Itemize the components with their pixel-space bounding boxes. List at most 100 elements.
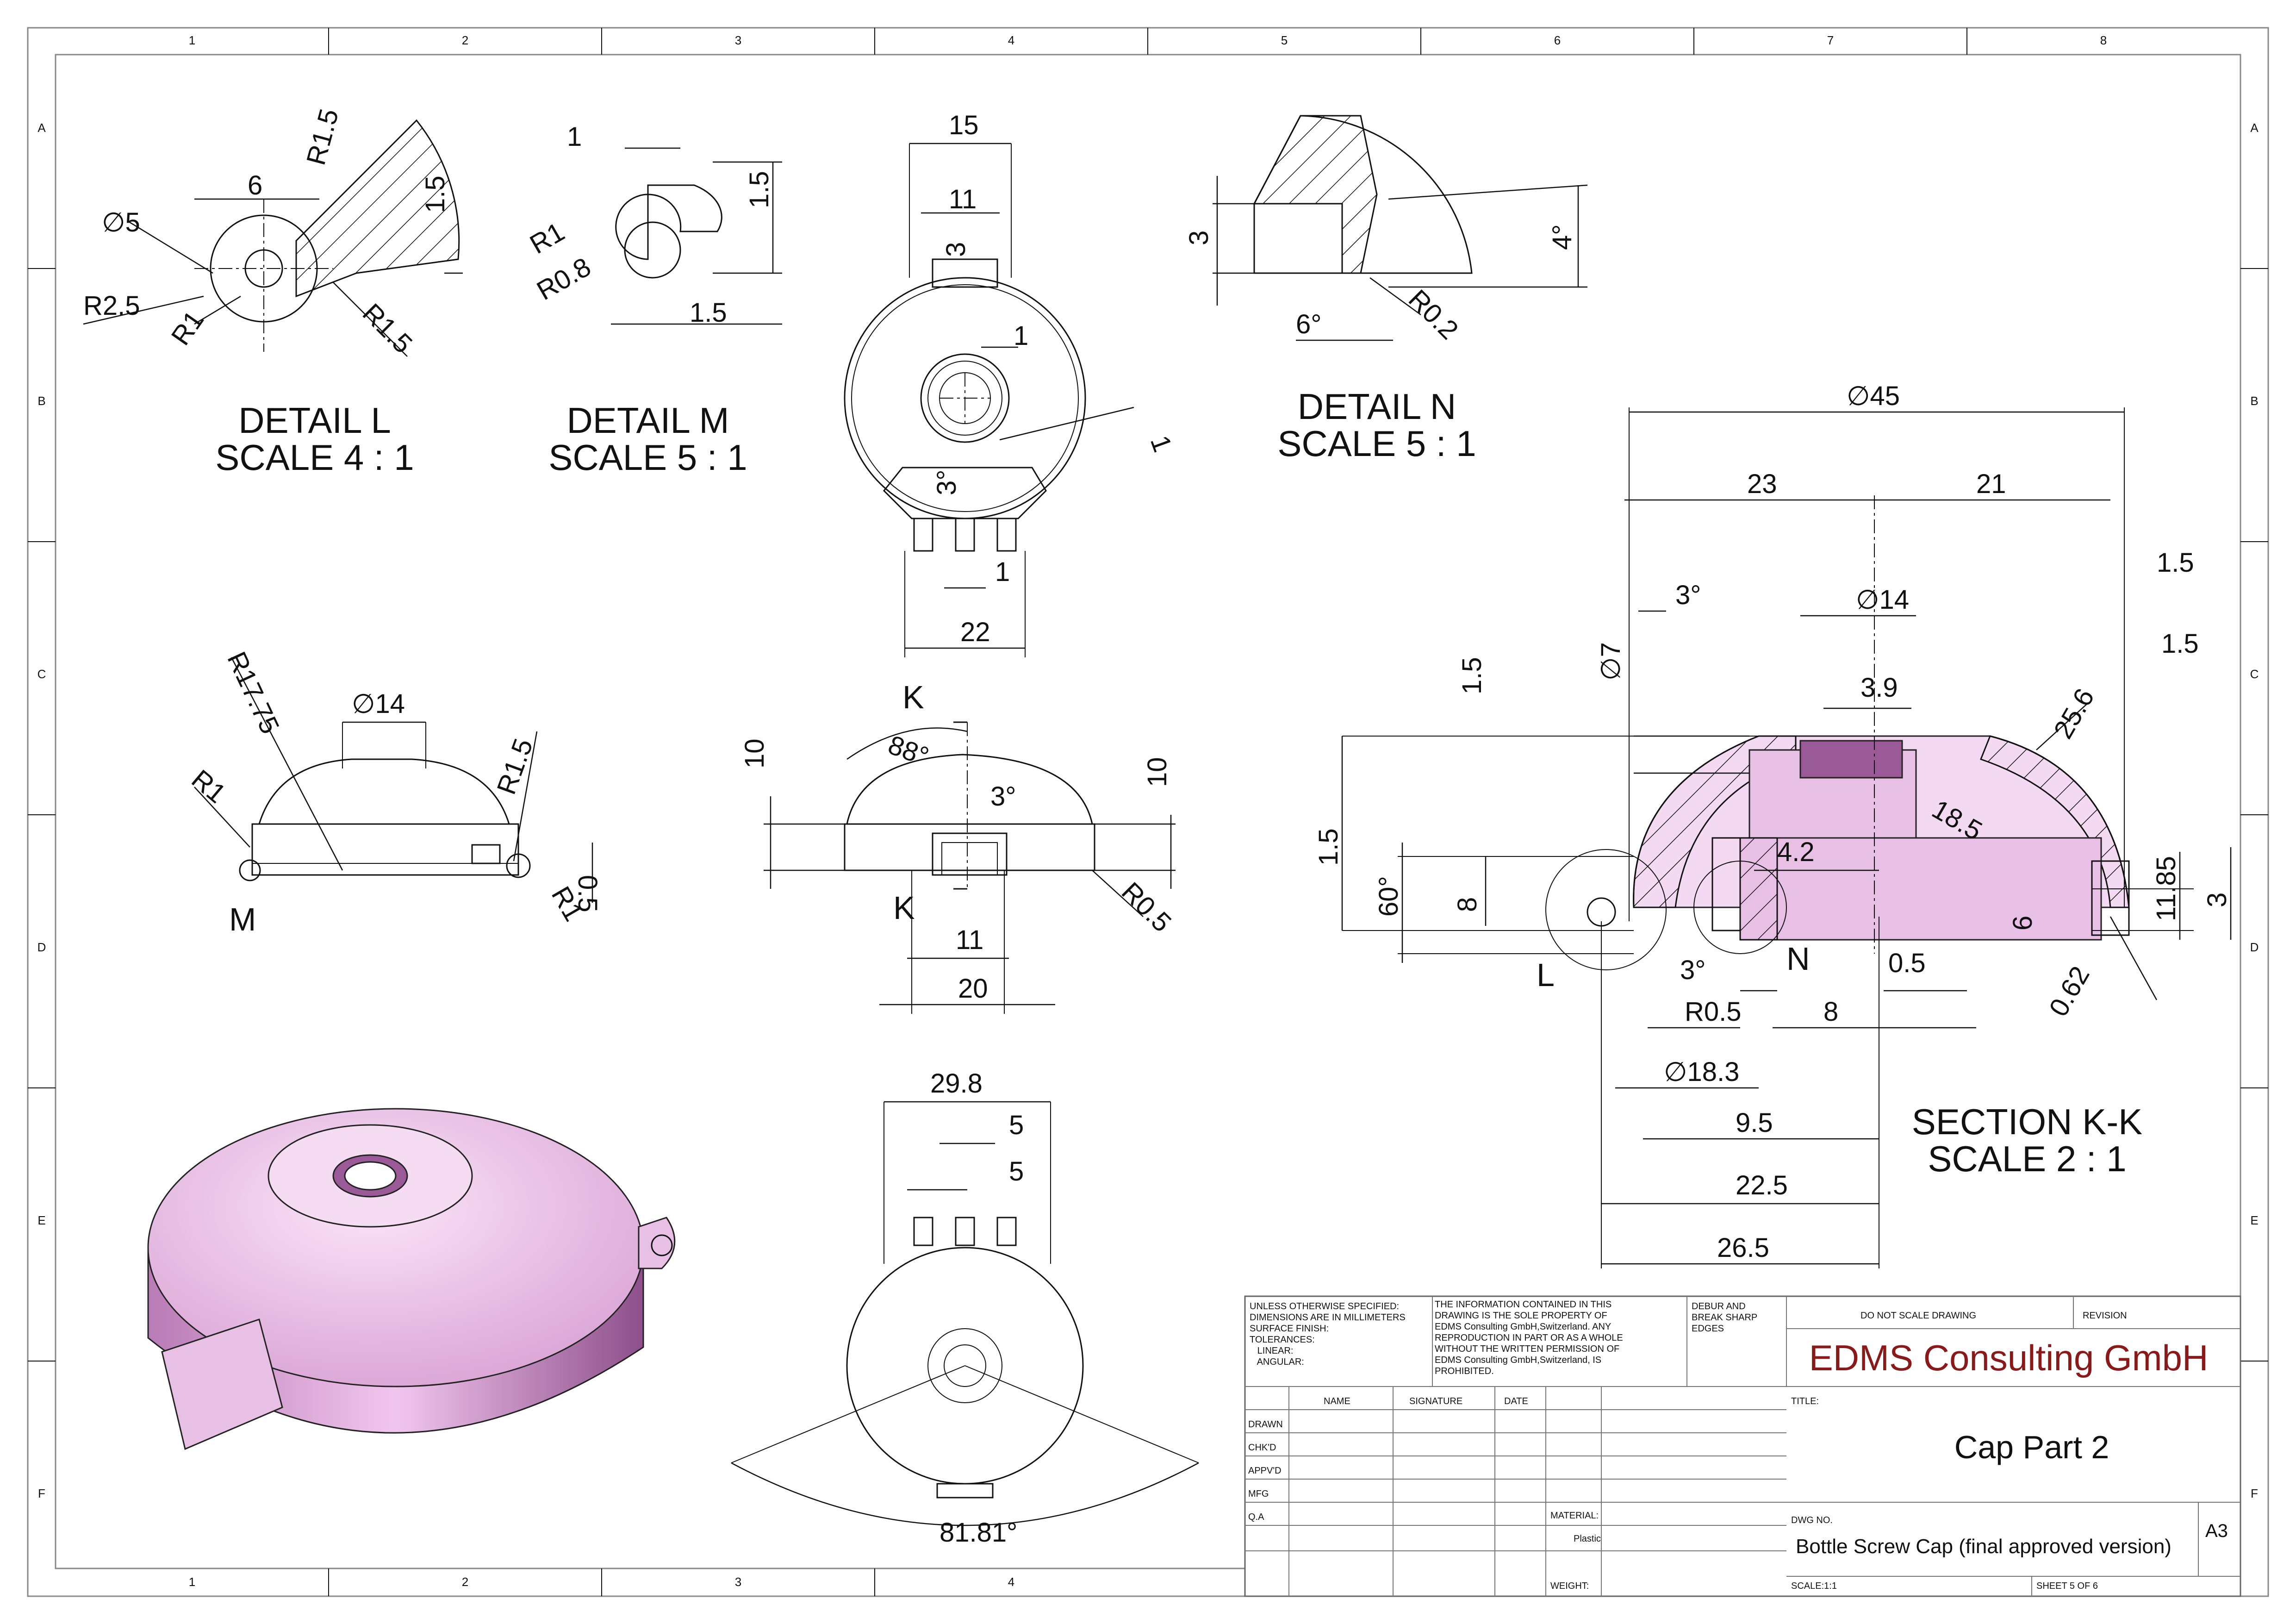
tb-role-appvd: APPV'D xyxy=(1248,1466,1282,1476)
tb-property-line-5: WITHOUT THE WRITTEN PERMISSION OF xyxy=(1435,1344,1619,1354)
detail-n-dim-4-deg: 4° xyxy=(1547,225,1577,250)
tb-property-line-4: REPRODUCTION IN PART OR AS A WHOLE xyxy=(1435,1333,1623,1343)
front-view-dim-dia-14: ∅14 xyxy=(352,689,405,719)
tb-tolerance-line-3: SURFACE FINISH: xyxy=(1250,1324,1329,1334)
bottom-view-dim-29-8: 29.8 xyxy=(930,1068,983,1099)
grid-bottom-col-4: 4 xyxy=(1008,1575,1014,1589)
detail-l-dim-r1-5-bottom: R1.5 xyxy=(357,298,418,359)
tb-property-line-6: EDMS Consulting GmbH,Switzerland, IS xyxy=(1435,1355,1601,1365)
detail-l-dim-1-5: 1.5 xyxy=(420,175,450,213)
grid-row-b-left: B xyxy=(37,394,45,408)
tb-do-not-scale: DO NOT SCALE DRAWING xyxy=(1860,1311,1976,1321)
grid-row-c-right: C xyxy=(2250,667,2259,681)
top-view-dim-22: 22 xyxy=(960,617,990,647)
tb-weight-label: WEIGHT: xyxy=(1550,1581,1589,1591)
section-label-n: N xyxy=(1786,941,1810,977)
detail-l-view: 6 R1.5 1.5 ∅5 R2.5 R1 R1.5 DETAIL L SCAL… xyxy=(83,106,463,478)
drawing-frame: 1 2 3 4 5 6 7 8 1 2 3 4 A B C D E F A B … xyxy=(27,27,2269,1597)
tb-debur-line-3: EDGES xyxy=(1692,1324,1724,1334)
front-view-label-m: M xyxy=(229,901,256,937)
grid-col-1: 1 xyxy=(189,33,195,47)
grid-col-4: 4 xyxy=(1008,33,1014,47)
tb-tolerance-line-2: DIMENSIONS ARE IN MILLIMETERS xyxy=(1250,1312,1406,1323)
tb-company: EDMS Consulting GmbH xyxy=(1809,1337,2209,1378)
title-block: UNLESS OTHERWISE SPECIFIED: DIMENSIONS A… xyxy=(1244,1295,2241,1597)
grid-bottom-col-2: 2 xyxy=(462,1575,468,1589)
section-dim-9-5: ∅18.3 xyxy=(1664,1057,1739,1087)
grid-col-3: 3 xyxy=(735,33,741,47)
front-view: R17.75 ∅14 R1 R1.5 0.5 R1 M xyxy=(186,647,603,937)
section-k-k-scale: SCALE 2 : 1 xyxy=(1928,1138,2126,1179)
tb-header-date: DATE xyxy=(1504,1396,1528,1406)
front-view-dim-r1-5: R1.5 xyxy=(491,735,539,798)
grid-row-a-right: A xyxy=(2250,121,2259,135)
detail-l-title: DETAIL L xyxy=(238,400,391,441)
tb-role-qa: Q.A xyxy=(1248,1512,1264,1522)
section-dim-3-deg: 3° xyxy=(1675,580,1701,610)
detail-n-dim-3: 3 xyxy=(1184,231,1214,245)
tb-debur-line-2: BREAK SHARP xyxy=(1692,1312,1757,1323)
tb-role-mfg: MFG xyxy=(1248,1489,1269,1499)
tb-dwg-no-value: Bottle Screw Cap (final approved version… xyxy=(1796,1535,2172,1558)
section-k-k-view: ∅45 23 21 1.5 3° ∅14 1.5 1.5 3.9 ∅7 1.5 … xyxy=(1313,381,2232,1268)
tb-tolerance-line-5: LINEAR: xyxy=(1250,1346,1293,1356)
tb-tolerance-line-4: TOLERANCES: xyxy=(1250,1335,1315,1345)
front-view-dim-r17-75: R17.75 xyxy=(221,647,285,738)
side-view-dim-r0-5: R0.5 xyxy=(1116,876,1177,938)
tb-tolerance-line-6: ANGULAR: xyxy=(1250,1357,1304,1367)
detail-m-view: 1 1.5 R1 R0.8 1.5 DETAIL M SCALE 5 : 1 xyxy=(525,122,782,478)
detail-n-title: DETAIL N xyxy=(1298,386,1456,427)
tb-title-label: TITLE: xyxy=(1791,1396,1819,1406)
side-view-dim-11: 11 xyxy=(956,925,983,955)
detail-m-scale: SCALE 5 : 1 xyxy=(548,437,747,478)
section-dim-dia-7: 3.9 xyxy=(1860,673,1898,703)
tb-debur-line-1: DEBUR AND xyxy=(1692,1301,1746,1312)
section-dim-3-9: 1.5 xyxy=(1457,657,1487,694)
detail-m-dim-r0-8: R0.8 xyxy=(532,252,596,306)
detail-n-dim-r0-2: R0.2 xyxy=(1403,284,1464,345)
side-view-dim-3-deg: 3° xyxy=(990,781,1016,812)
bottom-view-dim-5-b: 5 xyxy=(1009,1156,1024,1187)
side-view-label-k-top: K xyxy=(902,679,924,715)
tb-tolerance-line-1: UNLESS OTHERWISE SPECIFIED: xyxy=(1250,1301,1399,1312)
tb-size: A3 xyxy=(2205,1521,2228,1541)
detail-n-view: 3 4° 6° R0.2 DETAIL N SCALE 5 : 1 xyxy=(1184,115,1588,464)
bottom-view-dim-5-a: 5 xyxy=(1009,1110,1024,1140)
tb-title-value: Cap Part 2 xyxy=(1954,1429,2109,1465)
grid-row-e-right: E xyxy=(2250,1213,2258,1227)
section-label-l: L xyxy=(1537,957,1555,993)
section-dim-dia-14: ∅14 xyxy=(1856,585,1909,615)
section-dim-0-62: 0.5 xyxy=(1888,948,1926,978)
section-dim-1-5-d: 25.6 xyxy=(2048,683,2100,743)
tb-property-line-1: THE INFORMATION CONTAINED IN THIS xyxy=(1435,1299,1612,1310)
detail-n-scale: SCALE 5 : 1 xyxy=(1277,423,1476,464)
top-view-dim-1-right: 1 xyxy=(1145,431,1178,456)
section-dim-1-5-b: 1.5 xyxy=(2161,629,2199,659)
section-dim-18-5: 1.5 xyxy=(1313,828,1344,866)
grid-bottom-col-3: 3 xyxy=(735,1575,741,1589)
isometric-view xyxy=(147,1108,676,1450)
front-view-dim-0-5: 0.5 xyxy=(572,875,603,912)
top-view-dim-3-deg: 3° xyxy=(932,470,962,495)
section-dim-3: 11.85 xyxy=(2151,856,2181,921)
grid-row-d-right: D xyxy=(2250,940,2259,954)
detail-l-scale: SCALE 4 : 1 xyxy=(215,437,414,478)
detail-l-dim-r2-5: R2.5 xyxy=(83,291,140,321)
section-dim-22-5: 9.5 xyxy=(1736,1108,1773,1138)
tb-role-drawn: DRAWN xyxy=(1248,1419,1283,1430)
top-view-dim-1-bottom: 1 xyxy=(995,557,1010,587)
section-dim-r0-5: 0.62 xyxy=(2043,961,2096,1021)
grid-col-2: 2 xyxy=(462,33,468,47)
tb-scale: SCALE:1:1 xyxy=(1791,1581,1837,1591)
grid-row-b-right: B xyxy=(2250,394,2258,408)
grid-bottom-col-1: 1 xyxy=(189,1575,195,1589)
side-view-label-k-bottom: K xyxy=(893,890,915,926)
section-dim-8-left: 60° xyxy=(1374,876,1404,917)
front-view-dim-r1: R1 xyxy=(186,764,232,809)
grid-row-a-left: A xyxy=(37,121,46,135)
detail-m-dim-r1: R1 xyxy=(525,217,570,260)
detail-m-dim-1: 1 xyxy=(567,122,582,152)
tb-dwg-no-label: DWG NO. xyxy=(1791,1515,1833,1525)
side-view-dim-20: 20 xyxy=(958,974,988,1004)
